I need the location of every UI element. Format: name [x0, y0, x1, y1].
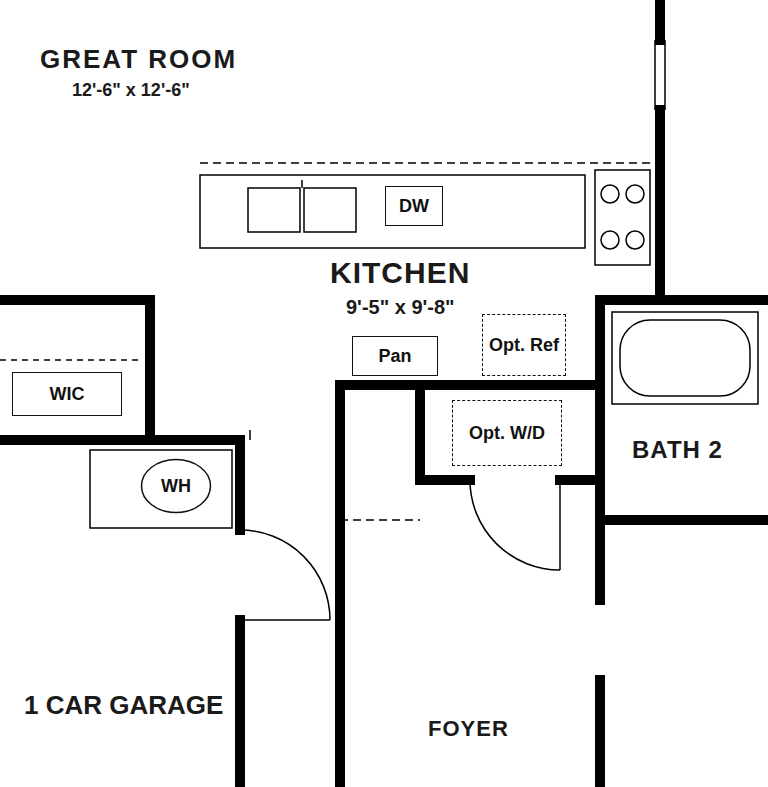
wall: [655, 0, 665, 40]
door-jamb: [595, 679, 605, 681]
wall: [340, 380, 600, 390]
box-label: WIC: [50, 385, 85, 404]
closet-outline: [90, 450, 232, 528]
appliance-box: DW: [385, 186, 443, 226]
room-name: FOYER: [428, 716, 509, 742]
sink-bowl: [304, 188, 356, 232]
burner: [626, 185, 644, 203]
wall: [600, 515, 768, 525]
wall: [415, 385, 425, 480]
wall: [595, 520, 605, 600]
room-name: 1 CAR GARAGE: [24, 690, 223, 721]
closet-box: WIC: [12, 372, 122, 416]
burner: [626, 231, 644, 249]
room-name: GREAT ROOM: [40, 44, 237, 75]
wall: [145, 300, 155, 440]
box-label: WH: [161, 477, 191, 496]
wall: [655, 110, 665, 300]
dimension: 12'-6" x 12'-6": [72, 80, 190, 101]
window: [654, 40, 656, 110]
door-leaf: [559, 480, 561, 570]
wall: [335, 385, 345, 787]
wall: [595, 680, 605, 787]
room-name: BATH 2: [632, 436, 723, 464]
pantry-box: Pan: [352, 336, 438, 376]
hall-line: [340, 519, 420, 521]
door-swing: [470, 480, 560, 570]
bathtub: [612, 312, 758, 404]
wall: [235, 440, 245, 530]
shelf-line: [0, 359, 140, 361]
bathtub-basin: [620, 320, 750, 396]
wall: [595, 300, 605, 520]
upper-cabinet-line: [200, 162, 655, 164]
wall: [600, 295, 768, 305]
room-name: KITCHEN: [330, 256, 470, 290]
appliance-box: Opt. W/D: [452, 400, 562, 466]
window: [664, 40, 666, 110]
dimension: 9'-5" x 9'-8": [346, 296, 455, 319]
counter: [200, 175, 585, 248]
door-leaf: [240, 619, 330, 621]
wall: [0, 295, 150, 305]
wall: [560, 475, 600, 485]
box-label: Opt. W/D: [469, 424, 545, 443]
door-jamb: [595, 599, 605, 601]
wall: [235, 620, 245, 787]
wall: [420, 475, 470, 485]
faucet: [301, 180, 303, 188]
box-label: Pan: [378, 347, 411, 366]
sink-bowl: [248, 188, 300, 232]
door-swing: [240, 530, 330, 620]
heater-circle: [142, 460, 211, 513]
box-label: DW: [399, 197, 429, 216]
range: [595, 170, 650, 265]
door-jamb: [249, 430, 251, 440]
box-label: Opt. Ref: [489, 336, 559, 355]
wall: [0, 435, 240, 445]
appliance-box: Opt. Ref: [482, 314, 566, 376]
burner: [601, 231, 619, 249]
heater-circle: WH: [140, 458, 212, 514]
burner: [601, 185, 619, 203]
